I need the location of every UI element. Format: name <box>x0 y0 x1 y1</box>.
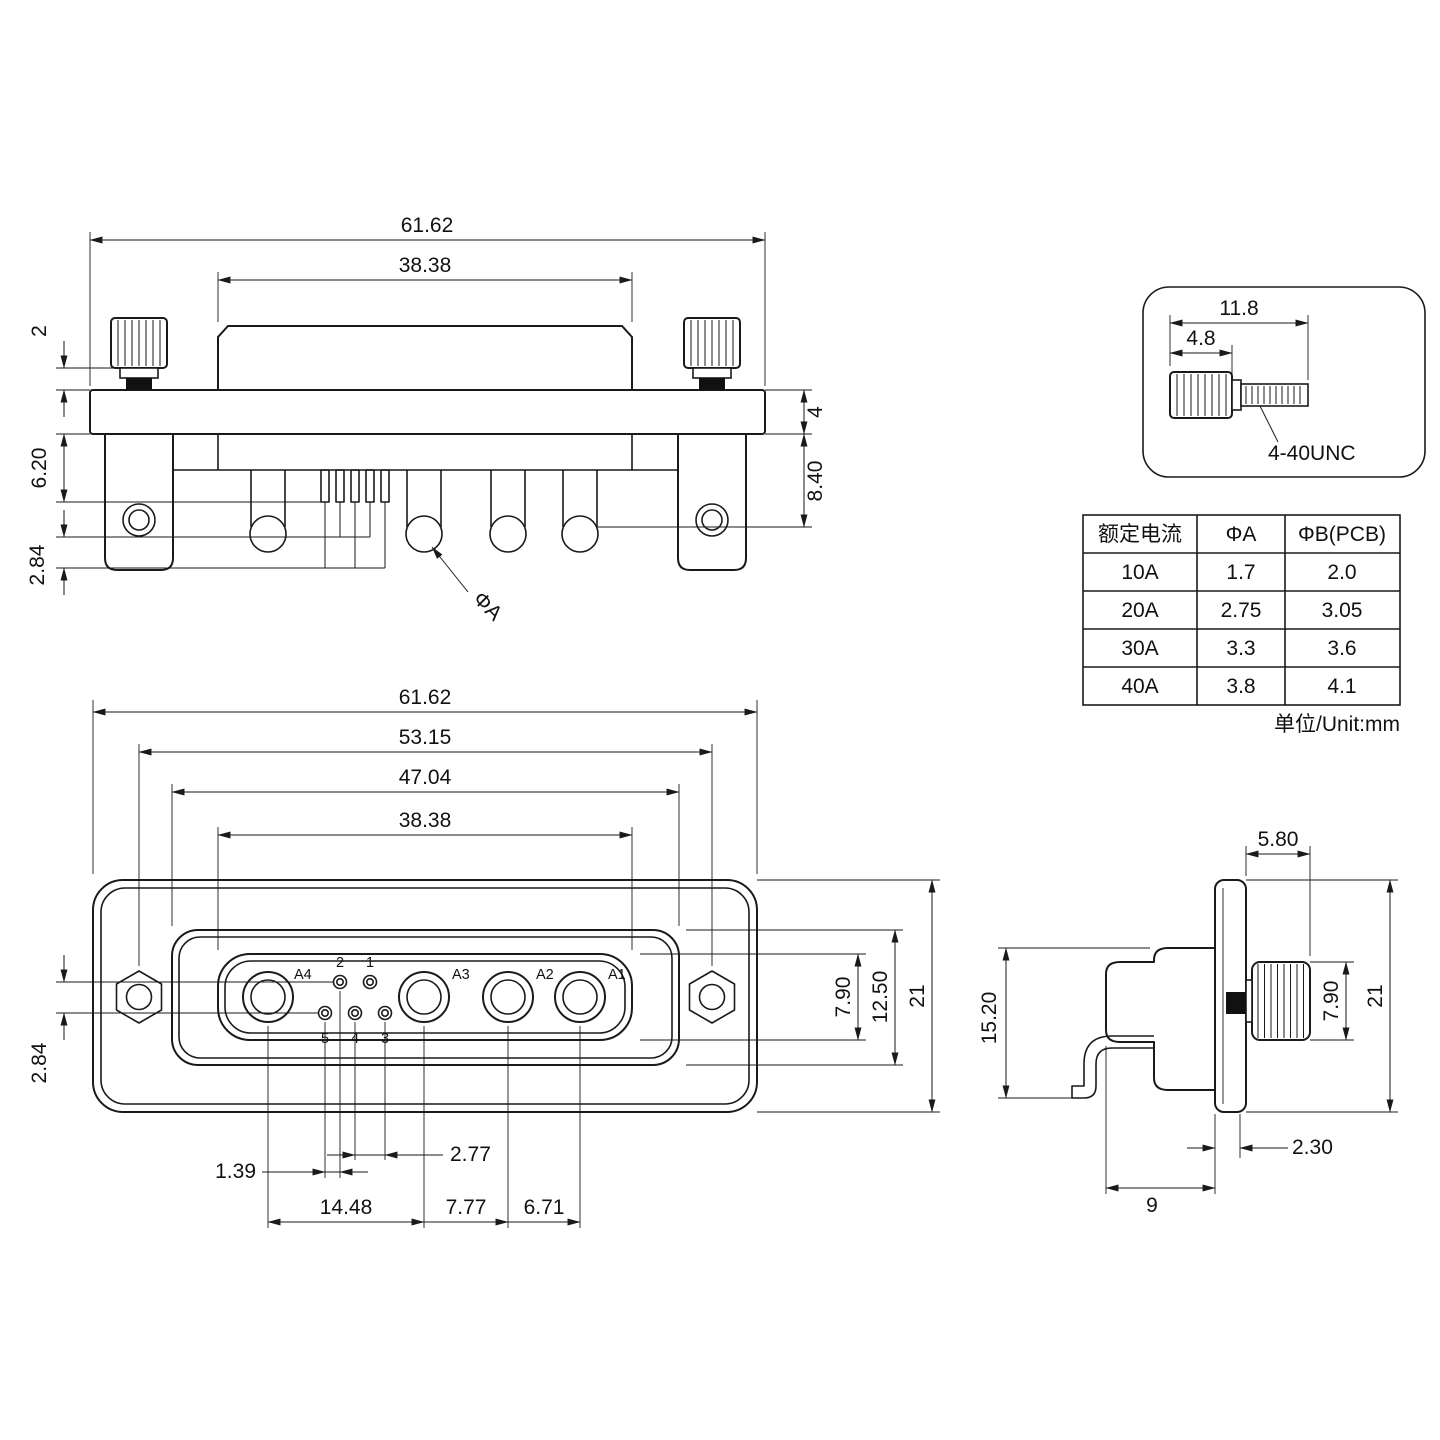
signal-pins <box>320 469 390 568</box>
dim-front-row-offset-v: 2.84 <box>28 1042 51 1083</box>
detail-border <box>1142 286 1426 478</box>
cell-40a: 40A <box>1121 675 1158 698</box>
mount-nut-right <box>688 970 736 1024</box>
hold-down-bracket <box>1071 1035 1154 1099</box>
signal-pin-3 <box>377 1005 393 1021</box>
side-view: 5.80 15.20 7.90 21 2.30 9 <box>978 828 1398 1217</box>
signal-pin-4 <box>347 1005 363 1021</box>
top-view-geometry <box>89 317 766 571</box>
dim-front-a4-a3: 14.48 <box>320 1196 373 1219</box>
table-row: 10A 1.7 2.0 <box>1121 561 1356 584</box>
table-header-current: 额定电流 <box>1098 523 1182 546</box>
cell-20a-b: 3.05 <box>1322 599 1363 622</box>
power-contact-a2 <box>482 971 534 1023</box>
cell-10a: 10A <box>1121 561 1158 584</box>
dim-top-shell-width: 38.38 <box>399 254 452 277</box>
top-view: 61.62 38.38 2 6.20 2.84 4 <box>26 214 827 625</box>
table-row: 40A 3.8 4.1 <box>1121 675 1356 698</box>
bracket-right <box>677 434 747 571</box>
bracket-hole-right <box>695 503 729 537</box>
label-pin2: 2 <box>336 955 344 971</box>
dim-side-overall-height: 21 <box>1364 984 1387 1007</box>
screw-dimensions: 11.8 4.8 4-40UNC <box>1169 297 1356 465</box>
cell-10a-a: 1.7 <box>1226 561 1255 584</box>
side-thumbscrew <box>1226 961 1311 1041</box>
power-contact-a4 <box>242 971 294 1023</box>
signal-pin-1 <box>362 974 378 990</box>
dim-top-flange-thk: 4 <box>804 406 827 418</box>
bracket-left <box>104 434 174 571</box>
cell-20a-a: 2.75 <box>1221 599 1262 622</box>
dim-front-face-height: 12.50 <box>869 971 892 1024</box>
screw-detail: 11.8 4.8 4-40UNC <box>1142 286 1426 478</box>
dim-side-rear-depth: 9 <box>1146 1194 1158 1217</box>
dim-side-flange-offset: 2.30 <box>1292 1136 1333 1159</box>
table-row: 20A 2.75 3.05 <box>1121 599 1362 622</box>
label-a4: A4 <box>294 967 312 983</box>
power-contact-a1 <box>554 971 606 1023</box>
dim-front-row-offset-h: 1.39 <box>215 1160 256 1183</box>
table-row: 30A 3.3 3.6 <box>1121 637 1356 660</box>
units-note: 单位/Unit:mm <box>1274 713 1400 736</box>
dim-front-a3-a2: 7.77 <box>446 1196 487 1219</box>
cell-10a-b: 2.0 <box>1327 561 1356 584</box>
table-header-phi-b: ΦB(PCB) <box>1298 523 1386 546</box>
screw-geometry <box>1169 371 1309 419</box>
shell <box>217 325 633 391</box>
dim-top-tail: 2.84 <box>26 544 49 585</box>
dim-screw-head: 4.8 <box>1186 327 1215 350</box>
bracket-hole-left <box>122 503 156 537</box>
dim-front-shell-width: 38.38 <box>399 809 452 832</box>
front-view: A4 A3 A2 A1 2 1 5 4 3 61.62 53.15 47.04 <box>28 686 940 1228</box>
cell-40a-b: 4.1 <box>1327 675 1356 698</box>
thumbscrew-right <box>683 317 741 390</box>
flange <box>89 389 766 435</box>
mount-nut-left <box>115 970 163 1024</box>
dim-front-pin-pitch: 2.77 <box>450 1143 491 1166</box>
table-header-phi-a: ΦA <box>1226 523 1257 546</box>
side-body <box>1105 947 1215 1091</box>
dim-front-a2-a1: 6.71 <box>524 1196 565 1219</box>
thumbscrew-left <box>110 317 168 390</box>
dim-top-overall-width: 61.62 <box>401 214 454 237</box>
cell-20a: 20A <box>1121 599 1158 622</box>
dim-side-knob-height: 7.90 <box>1320 981 1343 1022</box>
cell-40a-a: 3.8 <box>1226 675 1255 698</box>
dim-front-overall-width: 61.62 <box>399 686 452 709</box>
dim-front-face-width: 47.04 <box>399 766 452 789</box>
dim-top-contact-len: 8.40 <box>804 461 827 502</box>
power-contacts <box>249 470 599 553</box>
front-view-geometry: A4 A3 A2 A1 2 1 5 4 3 <box>92 879 758 1113</box>
callout-phi-a: ΦA <box>468 587 506 625</box>
power-contact-a3 <box>398 971 450 1023</box>
label-a3: A3 <box>452 967 470 983</box>
signal-pin-5 <box>317 1005 333 1021</box>
dim-front-mount-pitch: 53.15 <box>399 726 452 749</box>
dim-side-body-depth: 15.20 <box>978 992 1001 1045</box>
d-shell-opening <box>217 953 633 1041</box>
side-view-dimensions: 5.80 15.20 7.90 21 2.30 9 <box>978 828 1398 1217</box>
dim-top-washer: 2 <box>28 325 51 337</box>
signal-pin-2 <box>332 974 348 990</box>
front-view-dimensions: 61.62 53.15 47.04 38.38 7.90 12.50 21 <box>28 686 940 1228</box>
cell-30a-a: 3.3 <box>1226 637 1255 660</box>
thread-spec-label: 4-40UNC <box>1268 442 1356 465</box>
dim-front-shell-height: 7.90 <box>832 977 855 1018</box>
side-view-geometry <box>1071 879 1311 1113</box>
label-pin1: 1 <box>366 955 374 971</box>
dim-front-overall-height: 21 <box>906 984 929 1007</box>
label-a2: A2 <box>536 967 554 983</box>
cell-30a-b: 3.6 <box>1327 637 1356 660</box>
dim-top-body-depth: 6.20 <box>28 448 51 489</box>
dim-screw-length: 11.8 <box>1219 297 1258 320</box>
screw-shaft <box>1226 992 1246 1014</box>
label-a1: A1 <box>608 967 626 983</box>
cell-30a: 30A <box>1121 637 1158 660</box>
spec-table: 额定电流 ΦA ΦB(PCB) 10A 1.7 2.0 20A 2.75 3.0… <box>1082 514 1401 736</box>
dim-side-screw-protrusion: 5.80 <box>1258 828 1299 851</box>
